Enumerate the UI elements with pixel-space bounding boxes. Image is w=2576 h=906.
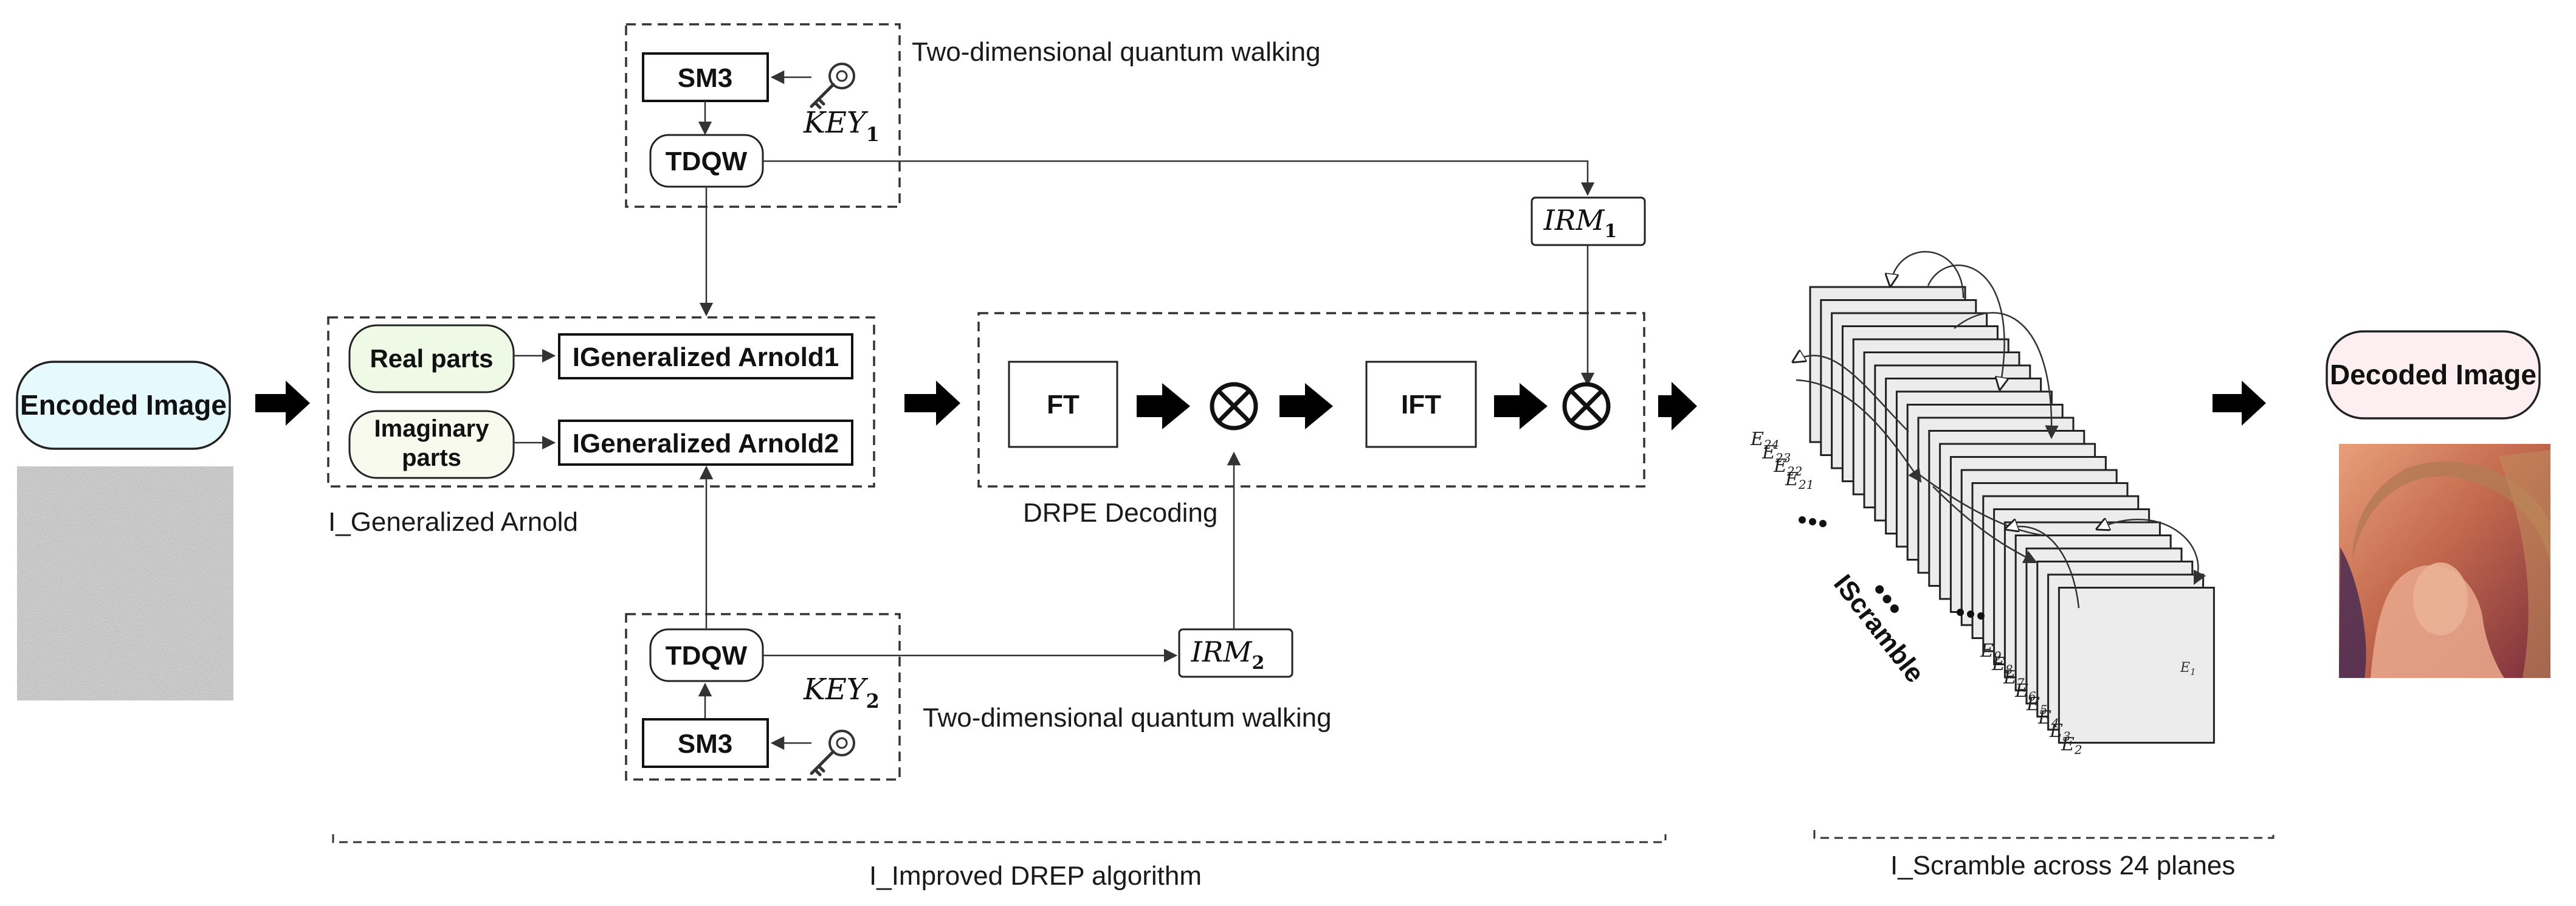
igen-arnold1-box [558,333,853,379]
circled-times-icon [1210,382,1258,431]
tdqw-bottom-label: TDQW [666,641,748,671]
plane-label: E9 [1980,640,2002,663]
improved-drep-bracket [332,834,1667,843]
drpe-decoding-caption: DRPE Decoding [1023,498,1217,528]
ellipsis-icon [1957,609,1985,620]
encoded-image-block: Encoded Image [16,361,233,700]
plane-label: E7 [2003,667,2025,690]
key-icon [811,731,854,775]
imaginary-parts-label-2: parts [402,444,461,471]
ft-label: FT [1047,390,1080,420]
key-icon [811,64,854,108]
decoded-image-label-box [2326,330,2541,420]
key2-label: KEY2 [803,673,880,713]
irm2-box [1178,628,1293,678]
plane-label: E5 [2026,694,2048,717]
real-parts-box [348,324,515,393]
right-arrow-icon [1494,383,1548,429]
plane-label: E21 [1785,469,1814,492]
right-arrow-icon [2213,381,2266,426]
scramble-bracket [1813,830,2275,839]
sm3-top-label: SM3 [678,63,732,93]
right-arrow-icon [1137,383,1190,429]
drpe-decoding-block: FT IFT [977,312,1645,488]
decoded-portrait-image [2339,444,2550,678]
scramble-24-caption: I_Scramble across 24 planes [1890,851,2235,880]
plane-label: E8 [1991,654,2013,677]
encoded-image-label: Encoded Image [20,389,227,421]
right-arrow-icon [1279,383,1333,429]
plane-label: E6 [2014,680,2036,704]
ift-box [1365,361,1477,448]
plane-label: E23 [1762,442,1791,465]
right-arrow-icon [1658,382,1697,431]
plane-label: E22 [1773,455,1802,479]
ift-label: IFT [1401,390,1441,420]
tdqw-top-label: TDQW [666,147,748,176]
top-quantum-walking-block: SM3 KEY1 TDQW [625,23,901,208]
circled-times-icon [1562,382,1611,431]
plane-label: E4 [2037,707,2059,730]
irm2-label: IRM2 [1191,635,1265,674]
sm3-top-box [642,52,769,102]
iscramble-label-group: IScramble [1828,569,1930,688]
sm3-bottom-box [642,718,769,768]
igen-arnold2-label: IGeneralized Arnold2 [573,429,839,458]
irm1-label: IRM1 [1543,204,1617,242]
plane-cross-arrows [1793,251,2198,609]
right-arrow-icon [904,381,960,426]
front-plane-label: E1 [2180,660,2196,677]
ft-box [1008,361,1118,448]
i-generalized-arnold-caption: I_Generalized Arnold [328,507,578,537]
right-arrow-icon [255,381,310,426]
igen-arnold2-box [558,420,853,466]
key1-label: KEY1 [803,106,880,146]
scramble-plane [2058,587,2215,744]
igen-arnold1-label: IGeneralized Arnold1 [573,342,839,372]
plane-label: E24 [1750,429,1779,452]
bottom-quantum-walking-block: TDQW SM3 KEY2 [625,613,901,781]
imaginary-parts-box [348,410,515,479]
encoded-noise-image [17,466,233,700]
quantum-walking-top-caption: Two-dimensional quantum walking [912,37,1321,67]
i-generalized-arnold-block: Real parts Imaginary parts IGeneralized … [327,316,875,488]
encoded-image-label-box [16,361,231,450]
quantum-walking-bottom-caption: Two-dimensional quantum walking [923,703,1332,733]
decoded-image-block: Decoded Image [2326,330,2550,678]
sm3-bottom-label: SM3 [678,729,732,759]
real-parts-label: Real parts [370,344,493,373]
improved-drep-caption: I_Improved DREP algorithm [869,861,1202,891]
decoded-image-label: Decoded Image [2330,359,2536,390]
plane-label: E2 [2061,734,2082,757]
plane-label: E3 [2049,721,2071,744]
imaginary-parts-label-1: Imaginary [374,415,490,442]
ellipsis-icon [1799,516,1827,527]
